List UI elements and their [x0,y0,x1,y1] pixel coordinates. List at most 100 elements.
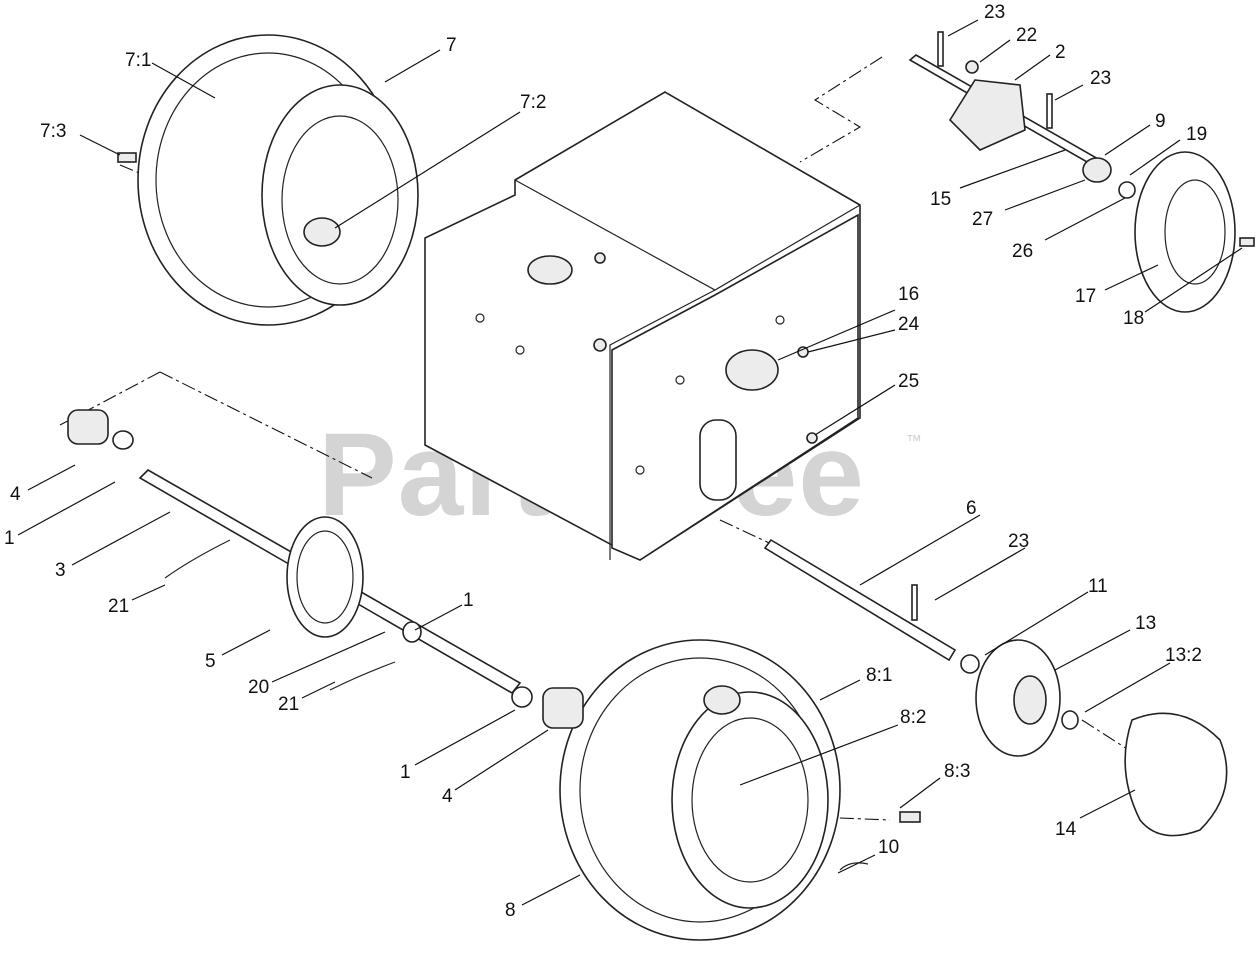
callout-16[interactable]: 16 [898,284,919,305]
callout-6[interactable]: 6 [966,498,977,519]
hub [1082,157,1112,183]
leader-21-bot [301,681,336,699]
leader-14 [1079,789,1136,819]
callout-27[interactable]: 27 [972,209,993,230]
right-wheel-rim-inner [691,717,809,883]
leader-7 [384,49,441,83]
callout-5[interactable]: 5 [205,651,216,672]
left-wheel-hub [303,217,341,247]
callout-7[interactable]: 7 [446,35,457,56]
callout-7-3[interactable]: 7:3 [40,121,66,142]
leader-18 [1144,247,1243,313]
callout-21-top[interactable]: 21 [108,596,129,617]
leader-15 [959,149,1066,189]
spacer-block [67,409,109,445]
leader-4-bot [454,729,549,791]
washer [511,686,533,708]
callout-17[interactable]: 17 [1075,286,1096,307]
watermark-trademark: ™ [906,433,922,450]
leader-8-2 [739,724,899,786]
nut [965,60,979,74]
right-wheel-rim [671,691,829,909]
right-wheel-valve [899,811,921,823]
callout-labels: 7:1 7 7:2 7:3 23 22 2 23 9 19 15 27 26 1… [4,2,1207,921]
leader-13-2 [1084,662,1171,713]
callout-19[interactable]: 19 [1186,124,1207,145]
callout-21-bot[interactable]: 21 [278,694,299,715]
callout-1-left[interactable]: 1 [4,528,15,549]
left-wheel-valve [117,152,137,163]
frame-nut [593,338,607,352]
callout-24[interactable]: 24 [898,314,920,335]
drive-chain [1124,712,1228,837]
shaft-assembly [908,31,1255,313]
leader-23-mid [1054,84,1084,101]
callout-11[interactable]: 11 [1088,576,1108,597]
leader-27 [1004,179,1086,211]
leader-2 [1014,54,1051,81]
roll-pin [911,584,918,621]
leader-3 [71,511,171,566]
right-axle-assembly [763,538,1228,871]
callout-25[interactable]: 25 [898,371,919,392]
friction-wheel-inner [1164,179,1226,285]
flange-bearing [725,349,779,391]
leader-26 [1044,197,1126,241]
assembly-line [159,371,373,479]
frame-hole [675,375,685,385]
left-wheel-rim-inner [281,115,399,285]
leader-19 [1129,139,1181,176]
bolt [797,346,809,358]
frame-front-edge [609,289,716,560]
leader-10 [837,854,876,874]
callout-10[interactable]: 10 [878,837,899,858]
leader-lines [17,19,1243,906]
callout-1-bot[interactable]: 1 [400,762,411,783]
callout-13[interactable]: 13 [1135,613,1156,634]
callout-2[interactable]: 2 [1055,42,1066,63]
callout-1-mid[interactable]: 1 [463,590,474,611]
left-wheel-rim [261,84,419,306]
callout-14[interactable]: 14 [1055,819,1077,840]
callout-23-low[interactable]: 23 [1008,531,1029,552]
assembly-line [799,56,883,163]
callout-8[interactable]: 8 [505,900,516,921]
leader-23-low [934,547,1026,601]
leader-23-top [947,19,979,37]
callout-15[interactable]: 15 [930,189,951,210]
leader-7-3 [79,134,121,156]
callout-20[interactable]: 20 [248,677,269,698]
callout-7-1[interactable]: 7:1 [125,50,151,71]
flange-bearing-assembly [725,346,818,444]
bolt [806,432,818,444]
callout-9[interactable]: 9 [1155,111,1166,132]
leader-17 [1104,264,1159,291]
sprocket-hub [1013,675,1047,725]
callout-22[interactable]: 22 [1016,25,1037,46]
frame-hole [635,465,645,475]
leader-25 [814,384,896,436]
drive-gear [286,516,364,638]
leader-5 [221,629,271,656]
callout-8-2[interactable]: 8:2 [900,707,926,728]
washer [112,430,134,450]
callout-26[interactable]: 26 [1012,241,1033,262]
callout-4-bot[interactable]: 4 [442,786,453,807]
callout-7-2[interactable]: 7:2 [520,92,546,113]
callout-8-3[interactable]: 8:3 [944,761,970,782]
leader-13 [1054,629,1131,671]
chassis-frame [424,91,861,561]
callout-3[interactable]: 3 [55,560,66,581]
leader-11 [984,591,1089,656]
callout-4-top[interactable]: 4 [10,484,21,505]
roll-pin [1046,93,1053,129]
callout-18[interactable]: 18 [1123,308,1144,329]
callout-13-2[interactable]: 13:2 [1165,645,1202,666]
frame-right-panel [611,213,859,561]
callout-23-top[interactable]: 23 [984,2,1005,23]
left-axle-assembly [67,409,584,729]
sprocket-bushing [1061,710,1079,730]
callout-8-1[interactable]: 8:1 [866,665,892,686]
callout-23-mid[interactable]: 23 [1090,68,1111,89]
